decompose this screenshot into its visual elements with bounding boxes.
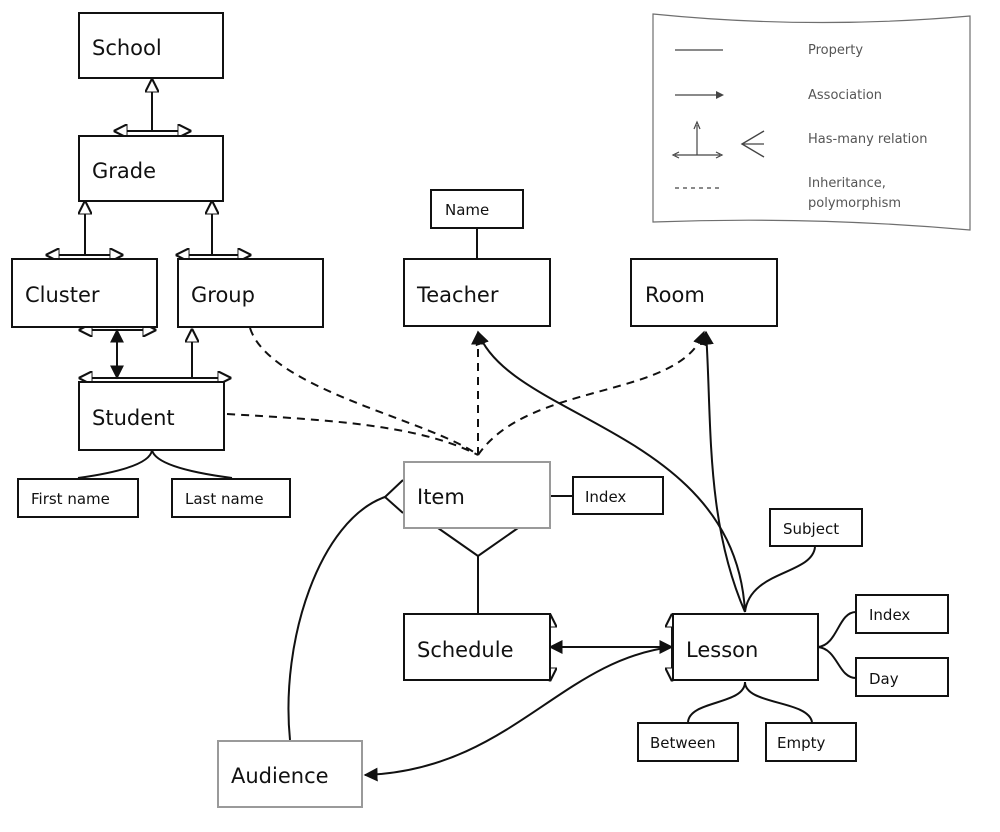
node-item[interactable]: Item bbox=[403, 461, 551, 529]
node-schedule[interactable]: Schedule bbox=[403, 613, 551, 681]
node-student-label: Student bbox=[92, 406, 175, 430]
legend-association-arrow-icon bbox=[716, 91, 724, 99]
node-teacher[interactable]: Teacher bbox=[403, 258, 551, 327]
node-between-label: Between bbox=[650, 734, 716, 752]
legend-paper bbox=[652, 13, 971, 231]
node-lesson-index[interactable]: Index bbox=[855, 594, 949, 634]
legend: Property Association Has-many relation I… bbox=[652, 13, 971, 231]
node-day[interactable]: Day bbox=[855, 657, 949, 697]
node-item-index[interactable]: Index bbox=[572, 476, 664, 515]
node-school-label: School bbox=[92, 36, 162, 60]
edge-item-room bbox=[477, 330, 707, 456]
node-last-name-label: Last name bbox=[185, 490, 264, 508]
legend-inheritance-label-1: Inheritance, bbox=[808, 176, 886, 191]
node-school[interactable]: School bbox=[78, 12, 224, 79]
edge-lesson-day bbox=[817, 646, 857, 679]
legend-has-many-icon bbox=[671, 120, 765, 159]
edge-lesson-between bbox=[687, 681, 746, 723]
node-lesson[interactable]: Lesson bbox=[672, 613, 819, 681]
nodes: School Grade Cluster Group Student First… bbox=[11, 12, 949, 808]
node-item-index-label: Index bbox=[585, 488, 626, 506]
node-empty-label: Empty bbox=[777, 734, 825, 752]
node-empty[interactable]: Empty bbox=[765, 722, 857, 762]
edge-lesson-empty bbox=[744, 681, 813, 723]
node-student[interactable]: Student bbox=[78, 381, 225, 451]
node-first-name[interactable]: First name bbox=[17, 478, 139, 518]
edge-lesson-subject bbox=[744, 546, 816, 613]
edge-audience-item-crowfoot bbox=[383, 479, 404, 514]
legend-inheritance-label-2: polymorphism bbox=[808, 196, 901, 211]
node-cluster[interactable]: Cluster bbox=[11, 258, 158, 328]
node-audience-label: Audience bbox=[231, 764, 329, 788]
node-room-label: Room bbox=[645, 283, 705, 307]
node-subject[interactable]: Subject bbox=[769, 508, 863, 547]
edge-lesson-room bbox=[699, 330, 746, 613]
node-room[interactable]: Room bbox=[630, 258, 778, 327]
edge-audience-item bbox=[287, 496, 386, 741]
node-name[interactable]: Name bbox=[430, 189, 524, 229]
edge-group-item bbox=[249, 327, 479, 456]
node-lesson-label: Lesson bbox=[686, 638, 758, 662]
node-cluster-label: Cluster bbox=[25, 283, 100, 307]
edge-lesson-teacher bbox=[475, 330, 746, 613]
node-schedule-label: Schedule bbox=[417, 638, 514, 662]
node-lesson-index-label: Index bbox=[869, 606, 910, 624]
node-name-label: Name bbox=[445, 201, 489, 219]
edge-student-lastname bbox=[151, 449, 233, 479]
node-subject-label: Subject bbox=[783, 520, 839, 538]
node-day-label: Day bbox=[869, 670, 899, 688]
edge-item-schedule-crowfoot bbox=[437, 527, 519, 558]
node-item-label: Item bbox=[417, 485, 465, 509]
edge-lesson-audience bbox=[363, 646, 673, 782]
node-first-name-label: First name bbox=[31, 490, 110, 508]
edge-student-item bbox=[226, 413, 479, 456]
node-teacher-label: Teacher bbox=[416, 283, 499, 307]
legend-association-label: Association bbox=[808, 88, 882, 103]
legend-has-many-label: Has-many relation bbox=[808, 132, 927, 147]
node-between[interactable]: Between bbox=[637, 722, 739, 762]
node-grade[interactable]: Grade bbox=[78, 135, 224, 202]
legend-property-label: Property bbox=[808, 43, 863, 58]
edge-student-firstname bbox=[77, 449, 153, 479]
node-last-name[interactable]: Last name bbox=[171, 478, 291, 518]
edge-lesson-index bbox=[817, 611, 857, 648]
node-group[interactable]: Group bbox=[177, 258, 324, 328]
node-audience[interactable]: Audience bbox=[217, 740, 363, 808]
node-group-label: Group bbox=[191, 283, 255, 307]
node-grade-label: Grade bbox=[92, 159, 156, 183]
